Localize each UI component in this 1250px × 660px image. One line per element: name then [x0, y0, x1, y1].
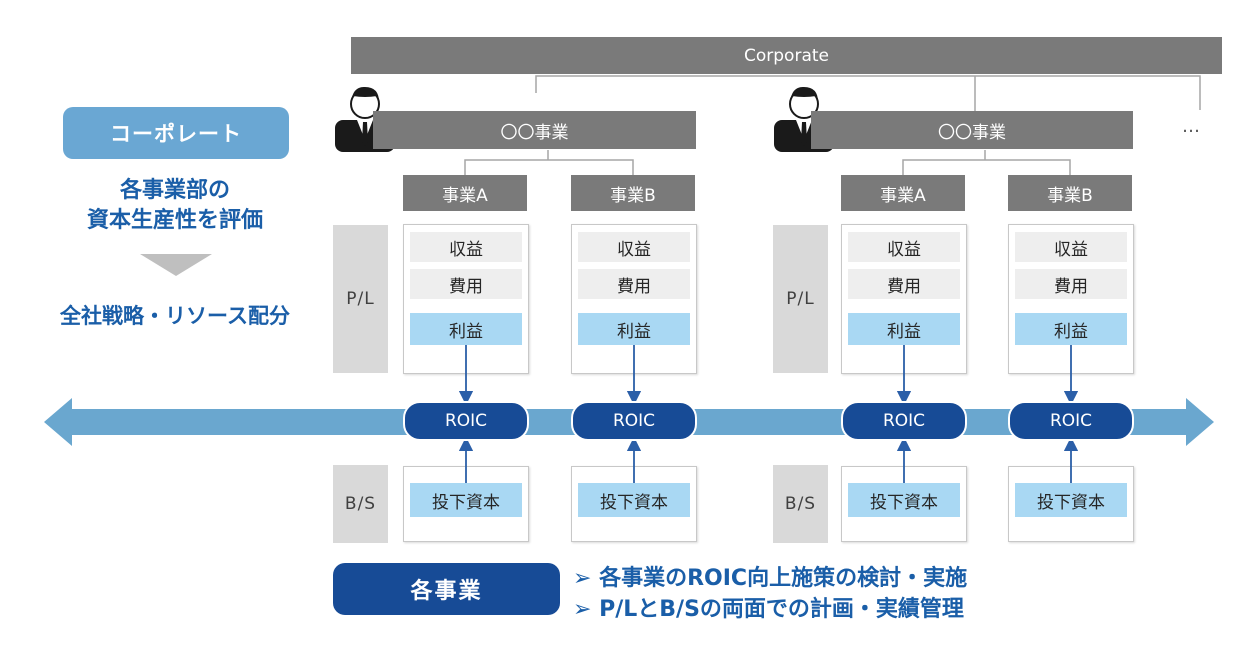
capital-item: 投下資本: [410, 483, 522, 517]
bullet-text: P/LとB/Sの両面での計画・実績管理: [599, 597, 964, 622]
division-bar: 〇〇事業: [373, 111, 696, 149]
more-ellipsis: …: [1182, 116, 1200, 137]
capital-item: 投下資本: [578, 483, 690, 517]
division-bar: 〇〇事業: [811, 111, 1133, 149]
strategy-text: 全社戦略・リソース配分: [60, 304, 290, 328]
roic-pill: ROIC: [1008, 401, 1134, 441]
capital-item: 投下資本: [848, 483, 960, 517]
roic-pill: ROIC: [571, 401, 697, 441]
bullet-item: ➢ 各事業のROIC向上施策の検討・実施: [573, 560, 967, 592]
unit-bar: 事業B: [571, 175, 695, 211]
revenue-item: 収益: [410, 232, 522, 262]
profit-item: 利益: [1015, 313, 1127, 345]
roic-pill: ROIC: [841, 401, 967, 441]
evaluate-line-2: 資本生産性を評価: [86, 208, 263, 233]
business-badge: 各事業: [333, 563, 560, 615]
unit-bar: 事業B: [1008, 175, 1132, 211]
unit-bar: 事業A: [403, 175, 527, 211]
unit-bar: 事業A: [841, 175, 965, 211]
cost-item: 費用: [578, 269, 690, 299]
pl-label: P/L: [773, 225, 828, 373]
down-triangle-icon: [140, 254, 212, 276]
profit-item: 利益: [848, 313, 960, 345]
bullet-text: 各事業のROIC向上施策の検討・実施: [599, 566, 968, 591]
revenue-item: 収益: [1015, 232, 1127, 262]
bullet-arrow-icon: ➢: [573, 566, 600, 591]
bs-label: B/S: [773, 465, 828, 543]
cost-item: 費用: [410, 269, 522, 299]
cost-item: 費用: [848, 269, 960, 299]
pl-label: P/L: [333, 225, 388, 373]
corporate-badge: コーポレート: [63, 107, 289, 159]
corporate-bar: Corporate: [351, 37, 1222, 74]
cost-item: 費用: [1015, 269, 1127, 299]
profit-item: 利益: [410, 313, 522, 345]
revenue-item: 収益: [578, 232, 690, 262]
bs-label: B/S: [333, 465, 388, 543]
capital-item: 投下資本: [1015, 483, 1127, 517]
profit-item: 利益: [578, 313, 690, 345]
revenue-item: 収益: [848, 232, 960, 262]
bullet-arrow-icon: ➢: [573, 597, 600, 622]
evaluate-line-1: 各事業部の: [119, 178, 230, 203]
roic-pill: ROIC: [403, 401, 529, 441]
bullet-item: ➢ P/LとB/Sの両面での計画・実績管理: [573, 591, 964, 623]
